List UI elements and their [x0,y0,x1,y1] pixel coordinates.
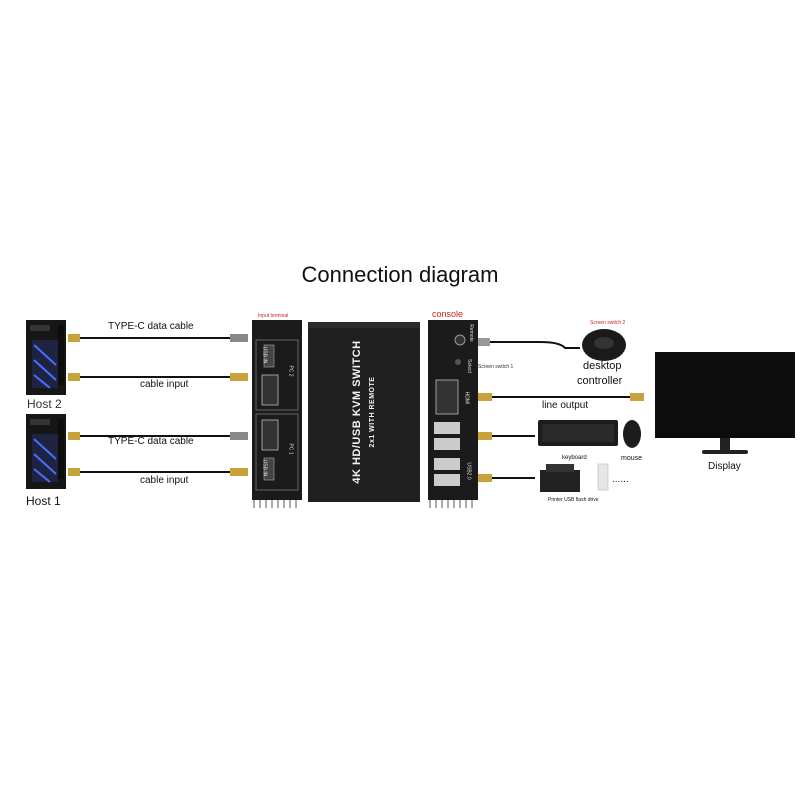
cable-input-label-top: cable input [140,379,189,390]
usb-flash-drive-icon [597,463,609,491]
usb-in-label-top: USB IN [261,346,268,364]
pc2-label: PC 2 [287,365,294,377]
desktop-controller-icon [582,329,626,361]
typec-cable-label-top: TYPE-C data cable [108,321,194,332]
desktop-controller-label-line2: controller [577,375,623,387]
select-button-label: Select [465,359,472,373]
host-connectors [68,334,248,476]
kvm-unit-line2: 2x1 WITH REMOTE [369,376,376,448]
kvm-unit-line1: 4K HD/USB KVM SWITCH [351,340,363,484]
kvm-unit-body [308,322,420,502]
usb20-port-label: USB2.0 [465,462,472,480]
screen-switch-2-label: Screen switch 2 [590,320,626,326]
printer-usb-label: Printer USB flash drive [548,497,599,503]
pc1-label: PC 1 [287,443,294,455]
typec-cable-label-bottom: TYPE-C data cable [108,436,194,447]
remote-port-label: Remote [467,324,474,342]
host-2-label: Host 2 [27,397,62,411]
host-cables [80,337,230,473]
console-cables [490,341,630,479]
input-terminal-label: Input terminal [258,313,289,319]
hdmi-port-label: HDMI [463,391,470,405]
printer-icon [540,464,580,492]
console-label: console [432,309,464,319]
usb-in-label-bottom: USB IN [261,459,268,477]
cable-input-label-bottom: cable input [140,475,189,486]
host-1-tower-icon [26,414,66,489]
console-connectors [478,338,644,482]
mouse-label: mouse [621,455,643,462]
mouse-icon [623,420,641,448]
display-label: Display [708,461,741,472]
kvm-unit-label: 4K HD/USB KVM SWITCH 2x1 WITH REMOTE [280,340,450,483]
diagram-title: Connection diagram [301,262,499,287]
display-icon [655,352,795,454]
more-devices-ellipsis: ...... [612,474,629,485]
keyboard-label: keyboard [562,455,587,461]
desktop-controller-label-line1: desktop [583,360,622,372]
line-output-label: line output [542,400,589,411]
screen-switch-1-label: Screen switch 1 [478,364,514,370]
host-2-tower-icon [26,320,66,395]
keyboard-icon [538,420,618,446]
host-1-label: Host 1 [26,494,61,508]
